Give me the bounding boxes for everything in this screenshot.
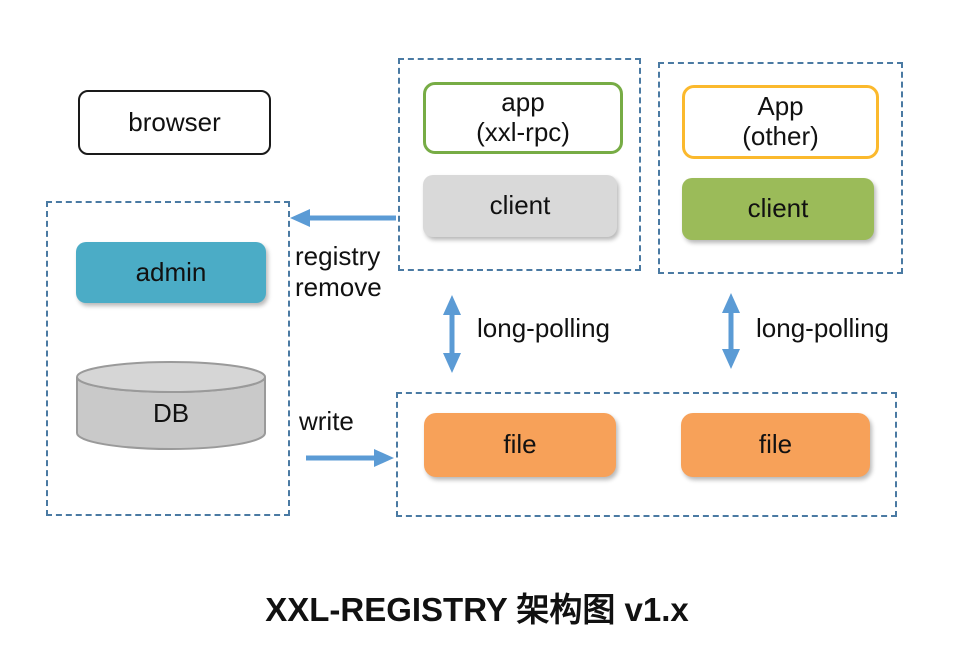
client-other-label: client	[747, 193, 809, 224]
client-other-node: client	[682, 178, 874, 240]
admin-label: admin	[135, 256, 207, 287]
client-xxl-rpc-label: client	[489, 190, 551, 221]
browser-node: browser	[78, 90, 271, 155]
file-left-node: file	[424, 413, 616, 477]
file-right-label: file	[758, 429, 793, 460]
long-polling-left-arrow	[443, 295, 461, 373]
db-node: DB	[75, 360, 267, 451]
long-polling-right-label: long-polling	[756, 313, 889, 343]
diagram-title: XXL-REGISTRY 架构图 v1.x	[265, 591, 689, 628]
long-polling-left-label: long-polling	[477, 313, 610, 343]
app-xxl-rpc-node: app (xxl-rpc)	[423, 82, 623, 154]
app-other-node: App (other)	[682, 85, 879, 159]
file-left-label: file	[503, 429, 537, 460]
app-xxl-rpc-label: app (xxl-rpc)	[476, 87, 570, 147]
app-other-label: App (other)	[742, 91, 819, 151]
db-label: DB	[152, 398, 190, 429]
db-cylinder-icon	[76, 361, 266, 450]
long-polling-right-arrow	[722, 293, 740, 369]
admin-node: admin	[76, 242, 266, 303]
app-other-group	[658, 62, 903, 274]
client-xxl-rpc-node: client	[423, 175, 617, 237]
admin-db-group	[46, 201, 290, 516]
write-arrow	[306, 449, 394, 467]
browser-label: browser	[128, 106, 221, 137]
files-group	[396, 392, 897, 517]
file-right-node: file	[681, 413, 870, 477]
write-label: write	[299, 406, 354, 436]
registry-remove-label: registry remove	[295, 241, 382, 303]
registry-remove-arrow	[290, 209, 396, 227]
app-xxl-rpc-group	[398, 58, 641, 271]
